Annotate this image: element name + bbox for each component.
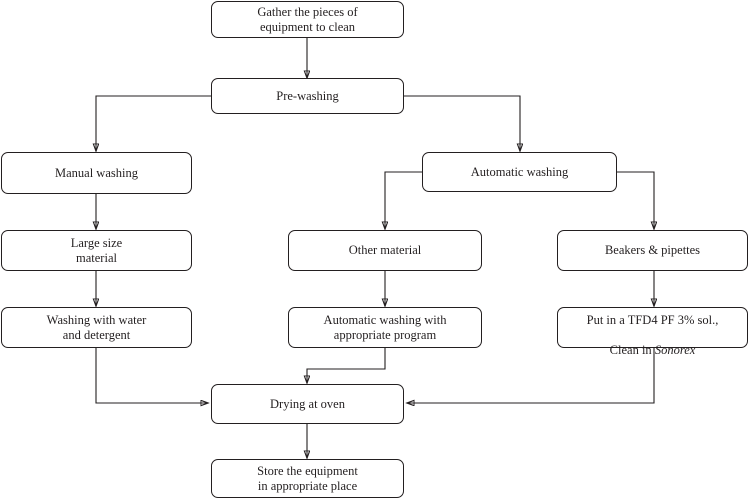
- edge-autoprogram-to-drying: [307, 348, 386, 383]
- node-automatic-washing-program-label: Automatic washing with appropriate progr…: [323, 312, 447, 342]
- node-automatic-washing[interactable]: Automatic washing: [422, 152, 617, 192]
- node-gather-equipment-label: Gather the pieces of equipment to clean: [257, 4, 358, 34]
- node-washing-water-detergent-label: Washing with water and detergent: [46, 312, 147, 342]
- node-tfd4-sonorex-emphasis: Sonorex: [654, 342, 696, 357]
- node-beakers-pipettes-label: Beakers & pipettes: [604, 243, 701, 257]
- node-pre-washing[interactable]: Pre-washing: [211, 78, 404, 114]
- edge-prewashing-to-manual: [96, 95, 211, 151]
- node-drying-at-oven[interactable]: Drying at oven: [211, 384, 404, 424]
- edge-prewashing-to-automatic: [404, 95, 520, 151]
- node-tfd4-sonorex[interactable]: Put in a TFD4 PF 3% sol., Clean in Sonor…: [557, 307, 748, 357]
- node-large-size-material[interactable]: Large size material: [1, 230, 192, 271]
- node-gather-equipment[interactable]: Gather the pieces of equipment to clean: [211, 1, 404, 38]
- node-large-size-material-label: Large size material: [70, 235, 123, 265]
- node-other-material-label: Other material: [348, 243, 422, 257]
- node-store-equipment[interactable]: Store the equipment in appropriate place: [211, 459, 404, 498]
- node-store-equipment-label: Store the equipment in appropriate place: [257, 463, 358, 493]
- node-tfd4-line-2-prefix: Clean in: [609, 342, 655, 357]
- edge-automatic-to-other: [385, 171, 422, 229]
- node-washing-water-detergent[interactable]: Washing with water and detergent: [1, 307, 192, 348]
- edge-waterdetergent-to-drying: [95, 348, 208, 403]
- node-pre-washing-label: Pre-washing: [276, 88, 339, 103]
- edge-automatic-to-beakers: [617, 171, 654, 229]
- node-tfd4-line-1: Put in a TFD4 PF 3% sol.,: [586, 312, 719, 327]
- node-manual-washing-label: Manual washing: [55, 165, 138, 180]
- node-manual-washing[interactable]: Manual washing: [1, 152, 192, 194]
- node-automatic-washing-program[interactable]: Automatic washing with appropriate progr…: [288, 307, 482, 348]
- node-tfd4-sonorex-label: Put in a TFD4 PF 3% sol., Clean in Sonor…: [587, 298, 719, 358]
- edge-tfd4-to-drying: [407, 348, 655, 403]
- node-automatic-washing-label: Automatic washing: [470, 164, 569, 179]
- node-beakers-pipettes[interactable]: Beakers & pipettes: [557, 230, 748, 271]
- node-other-material[interactable]: Other material: [288, 230, 482, 271]
- node-drying-at-oven-label: Drying at oven: [270, 396, 345, 411]
